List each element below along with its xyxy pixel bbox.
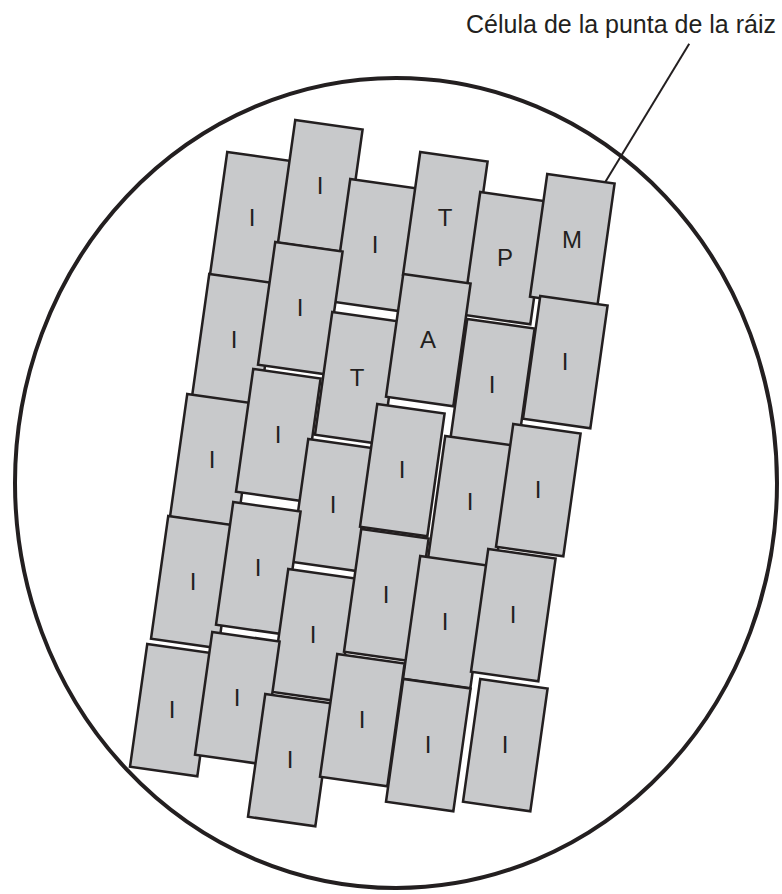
cell-letter: I xyxy=(510,603,517,627)
cell-outline xyxy=(530,174,615,306)
cell-letter: I xyxy=(383,583,390,607)
cell-outline xyxy=(523,296,608,428)
cell-letter: I xyxy=(489,373,496,397)
cell-letter: I xyxy=(255,556,262,580)
cell-outline xyxy=(496,424,581,556)
cell-outline xyxy=(386,679,471,811)
leader-line xyxy=(598,44,689,194)
cell-letter: I xyxy=(330,493,337,517)
cell-letter: P xyxy=(497,246,513,270)
cell-letter: I xyxy=(317,174,324,198)
cell-letter: I xyxy=(169,698,176,722)
cell-letter: I xyxy=(535,478,542,502)
cell-letter: I xyxy=(234,686,241,710)
root-cell: M xyxy=(530,174,615,306)
cell-letter: I xyxy=(442,610,449,634)
cell-letter: I xyxy=(359,708,366,732)
cell-letter: T xyxy=(350,366,365,390)
root-cell: I xyxy=(248,694,333,826)
cell-letter: I xyxy=(502,733,509,757)
cell-letter: I xyxy=(297,296,304,320)
cell-letter: I xyxy=(231,328,238,352)
cell-outline xyxy=(360,404,445,536)
cell-letter: I xyxy=(425,733,432,757)
cell-outline xyxy=(463,679,548,811)
cell-letter: I xyxy=(190,570,197,594)
cell-letter: I xyxy=(287,748,294,772)
root-cell: I xyxy=(496,424,581,556)
root-cell: I xyxy=(360,404,445,536)
cell-letter: I xyxy=(399,458,406,482)
cell-letter: M xyxy=(562,228,582,252)
cell-letter: I xyxy=(467,490,474,514)
root-cell: I xyxy=(463,679,548,811)
cell-letter: I xyxy=(275,423,282,447)
cell-letter: I xyxy=(310,623,317,647)
cell-letter: I xyxy=(372,233,379,257)
cell-letter: A xyxy=(420,328,436,352)
cell-letter: T xyxy=(438,206,453,230)
cell-letter: I xyxy=(249,206,256,230)
cell-letter: I xyxy=(562,350,569,374)
root-cell: I xyxy=(523,296,608,428)
cell-letter: I xyxy=(209,448,216,472)
field-of-view-circle xyxy=(15,78,777,888)
callout-label: Célula de la punta de la ráiz xyxy=(466,10,776,39)
cell-outline xyxy=(471,549,556,681)
root-cell: I xyxy=(471,549,556,681)
root-cell: I xyxy=(386,679,471,811)
cell-outline xyxy=(248,694,333,826)
